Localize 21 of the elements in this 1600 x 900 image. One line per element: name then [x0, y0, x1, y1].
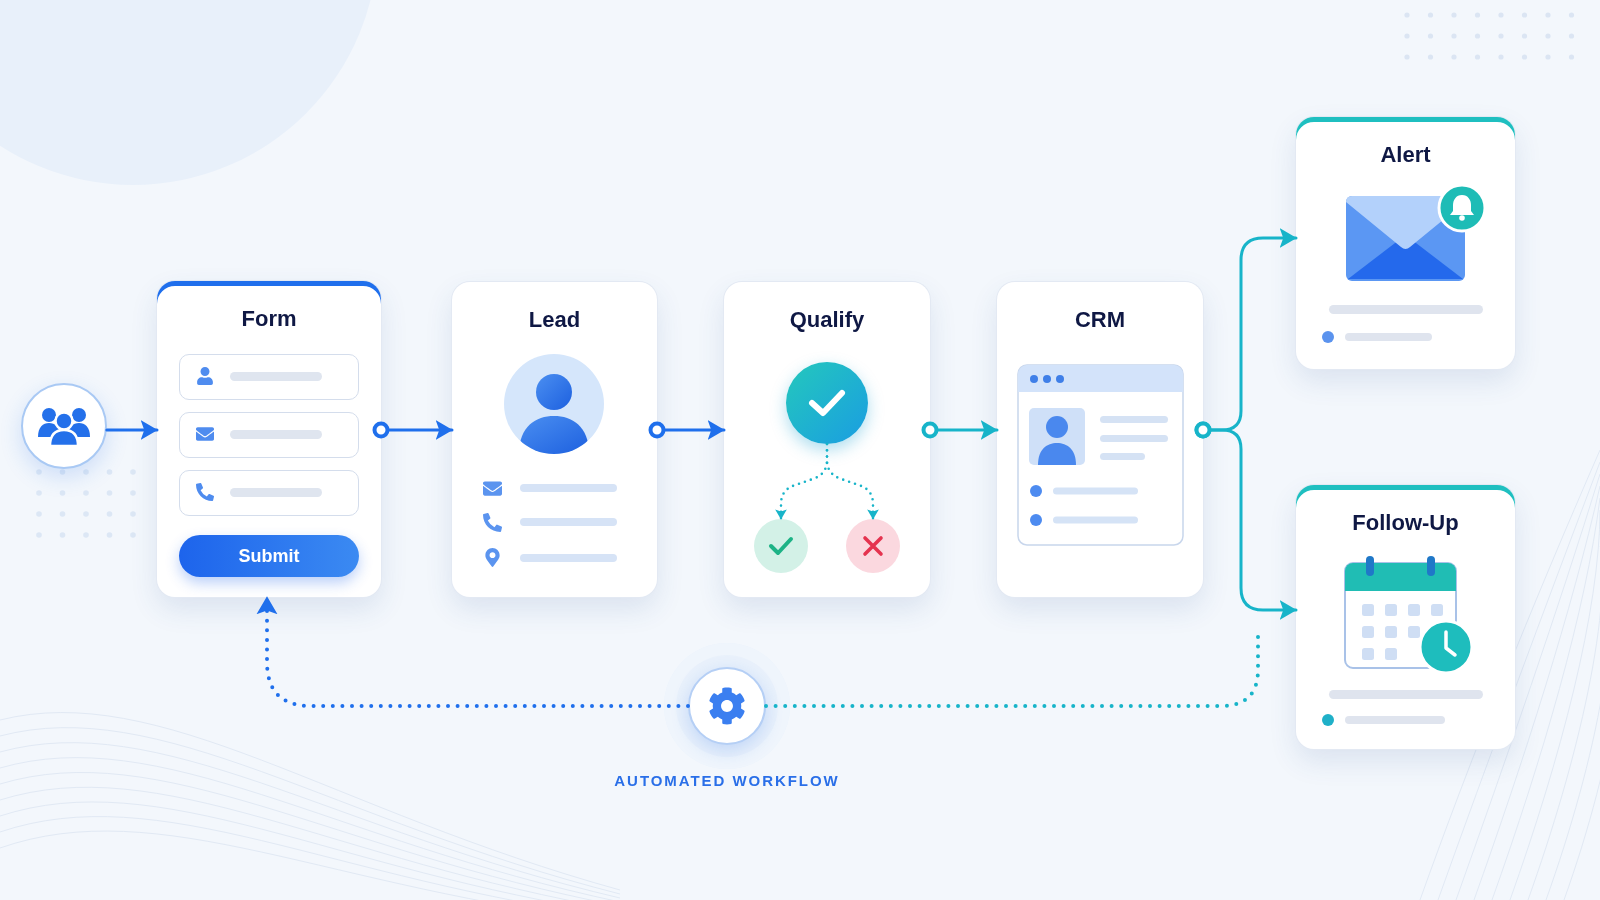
step-card: [1296, 485, 1515, 749]
submit-button: Submit: [179, 535, 359, 577]
card-title: Alert: [1380, 141, 1431, 169]
arrow: [921, 420, 999, 440]
card-title: Form: [241, 305, 297, 333]
step-card: [1296, 117, 1515, 369]
dotted-arrow: [825, 442, 879, 521]
arrow: [372, 420, 454, 440]
card-title: Follow-Up: [1352, 509, 1459, 537]
dotted-arrow: [256, 595, 690, 708]
step-card: [157, 281, 381, 597]
arrow: [648, 420, 726, 440]
step-card: [452, 282, 657, 597]
step-card: [997, 282, 1203, 597]
arrow: [1194, 421, 1298, 620]
caption-label: AUTOMATED WORKFLOW: [614, 771, 840, 791]
step-card: [724, 282, 930, 597]
arrow: [105, 420, 159, 440]
card-title: CRM: [1074, 306, 1126, 334]
card-title: Qualify: [789, 306, 865, 334]
card-title: Lead: [528, 306, 581, 334]
